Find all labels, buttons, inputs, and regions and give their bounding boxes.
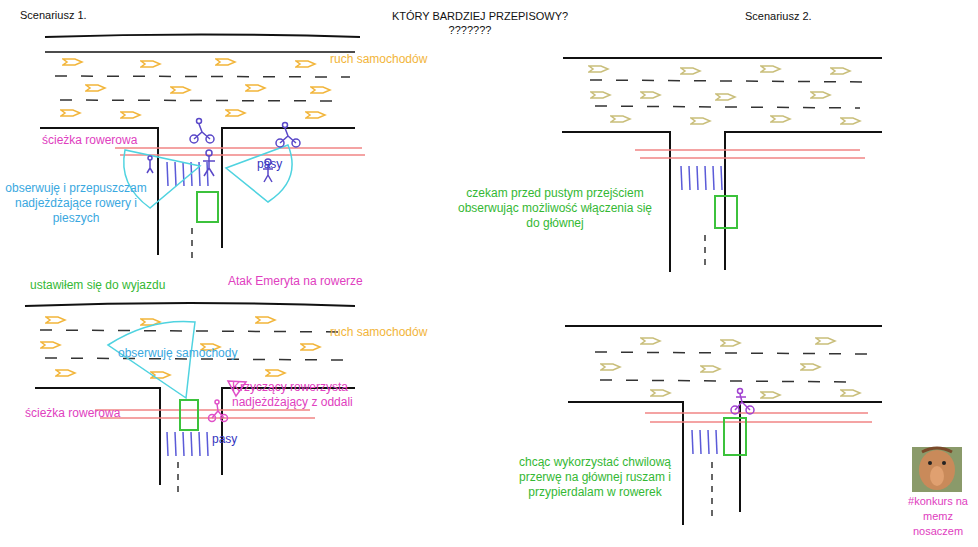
traffic-label: ruch samochodów <box>330 325 427 340</box>
crosswalk-label: pasy <box>257 157 282 172</box>
bike-path-label: ścieżka rowerowa <box>42 133 137 148</box>
traffic-label: ruch samochodów <box>330 52 427 67</box>
bike-path-label: ścieżka rowerowa <box>25 406 120 421</box>
page-title: KTÓRY BARDZIEJ PRZEPISOWY? <box>390 9 570 24</box>
observation-note: obserwuję i przepuszczam nadjeżdżające r… <box>0 181 152 226</box>
monkey-picture <box>912 447 962 492</box>
crash-note: chcąc wykorzystać chwilową przerwę na gł… <box>500 455 690 500</box>
observation-note: obserwuję samochody <box>118 346 237 361</box>
crosswalk-label: pasy <box>212 432 237 447</box>
cyclist-note: Krzyczący rowerzysta nadjeżdżający z odd… <box>232 380 372 410</box>
scenario-heading: Scenariusz 2. <box>745 9 812 24</box>
position-note: ustawiłem się do wyjazdu <box>30 278 165 293</box>
contest-tag: #konkurs na memz nosaczem <box>900 494 976 539</box>
scenario-heading: Scenariusz 1. <box>20 8 87 23</box>
panel-heading: Atak Emeryta na rowerze <box>228 274 363 289</box>
panel-2-road <box>562 58 882 272</box>
waiting-note: czekam przed pustym przejściem obserwują… <box>455 186 655 231</box>
question-marks: ??????? <box>440 23 500 38</box>
